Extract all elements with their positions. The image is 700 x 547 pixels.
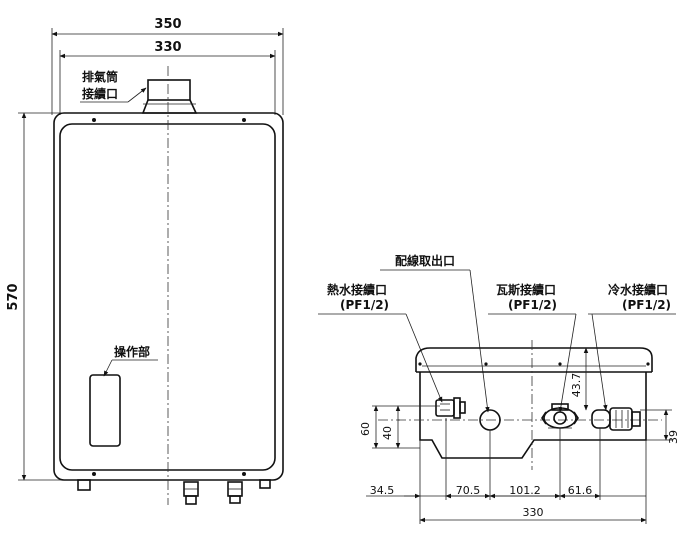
dim-61-6: 61.6 <box>559 484 601 499</box>
dim-39: 39 <box>663 409 680 444</box>
bottom-view-rim <box>415 347 653 372</box>
dim-70-5-label: 70.5 <box>456 484 481 497</box>
dim-43-7: 43.7 <box>570 347 589 411</box>
gas-spec: (PF1/2) <box>508 298 557 312</box>
exhaust-label-line2: 接續口 <box>82 86 118 101</box>
dim-39-label: 39 <box>667 430 680 444</box>
dim-101-2-label: 101.2 <box>509 484 541 497</box>
heater-front-panel <box>59 123 276 471</box>
bottom-view: 配線取出口 熱水接續口 (PF1/2) 瓦斯接續口 (PF1/2) 冷水接續口 … <box>318 253 680 524</box>
hot-water-label: 熱水接續口 <box>327 282 387 297</box>
cold-water-spec: (PF1/2) <box>622 298 671 312</box>
heater-outer-body <box>53 112 284 481</box>
gas-label: 瓦斯接續口 <box>496 282 556 297</box>
dim-40-label: 40 <box>381 426 394 440</box>
bottom-fittings <box>77 479 271 505</box>
dim-total-width-label: 350 <box>154 17 181 32</box>
dim-330-bottom-label: 330 <box>523 506 544 519</box>
dim-total-width: 350 <box>51 17 284 37</box>
exhaust-flue <box>141 79 198 114</box>
front-view: 350 330 570 排氣筒 接續口 <box>6 17 284 505</box>
dim-60: 60 <box>359 405 379 449</box>
dim-101-2: 101.2 <box>489 484 561 499</box>
gas-connector <box>541 403 579 429</box>
screw-icon <box>242 118 246 122</box>
hot-water-spec: (PF1/2) <box>340 298 389 312</box>
dim-inner-width: 330 <box>59 40 276 59</box>
dim-inner-width-label: 330 <box>154 40 181 55</box>
wiring-outlet-label: 配線取出口 <box>395 253 455 268</box>
dim-height-label: 570 <box>6 283 21 310</box>
dim-40: 40 <box>381 405 401 449</box>
screw-icon <box>92 118 96 122</box>
dim-34-5-label: 34.5 <box>370 484 395 497</box>
exhaust-label-line1: 排氣筒 <box>82 69 118 84</box>
dim-330-bottom: 330 <box>419 506 647 523</box>
dim-43-7-label: 43.7 <box>570 373 583 398</box>
control-label: 操作部 <box>114 344 150 359</box>
cold-water-connector <box>591 407 641 431</box>
cold-water-label: 冷水接續口 <box>608 282 668 297</box>
dim-60-label: 60 <box>359 422 372 436</box>
screw-icon <box>92 472 96 476</box>
screw-icon <box>242 472 246 476</box>
dim-34-5: 34.5 <box>370 484 462 499</box>
dim-70-5: 70.5 <box>445 484 491 499</box>
control-panel <box>89 374 121 447</box>
dim-height: 570 <box>6 112 62 481</box>
dim-61-6-label: 61.6 <box>568 484 593 497</box>
hot-water-connector <box>435 397 466 419</box>
